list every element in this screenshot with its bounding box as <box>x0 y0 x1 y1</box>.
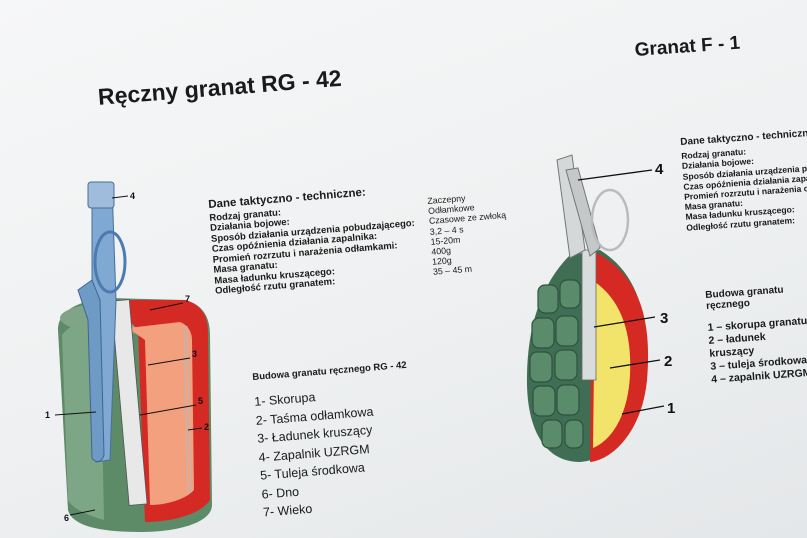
rg42-central-tube <box>110 299 148 506</box>
rg42-fuze-cap <box>87 181 115 209</box>
rg42-leader-lines <box>54 195 203 516</box>
rg42-label-7: 7 <box>185 294 190 304</box>
rg42-diagram: 4 7 3 5 2 1 6 <box>45 181 212 532</box>
rg42-frag-tape <box>183 325 192 496</box>
rg42-label-2: 2 <box>204 422 209 432</box>
f1-segments <box>529 279 584 449</box>
rg42-part-numbers: 4 7 3 5 2 1 6 <box>45 191 209 523</box>
f1-fuze <box>556 154 586 259</box>
f1-leader-lines <box>577 169 665 415</box>
rg42-lever <box>77 279 105 463</box>
f1-charge <box>593 282 631 448</box>
f1-label-1: 1 <box>667 400 675 417</box>
rg42-spec-values: Zaczepny Odłamkowe Czasowe ze zwłoką 3,2… <box>427 190 510 277</box>
f1-label-4: 4 <box>655 161 664 178</box>
rg42-label-4: 4 <box>130 191 135 201</box>
f1-label-2: 2 <box>664 353 672 370</box>
f1-label-3: 3 <box>660 310 668 327</box>
rg42-label-6: 6 <box>64 513 69 523</box>
f1-central-tube <box>581 249 597 381</box>
f1-part-numbers: 4 3 2 1 <box>655 161 675 417</box>
f1-parts: Budowa granatu ręcznego 1 – skorupa gran… <box>705 283 807 387</box>
f1-specs: Dane taktyczno - techniczne: Rodzaj gran… <box>680 125 807 232</box>
f1-pull-ring <box>590 188 630 252</box>
rg42-label-5: 5 <box>198 396 203 406</box>
rg42-charge <box>128 322 194 505</box>
f1-diagram: 4 3 2 1 <box>526 154 675 462</box>
rg42-label-3: 3 <box>192 349 197 359</box>
rg42-pull-ring <box>93 230 127 294</box>
rg42-parts: Budowa granatu ręcznego RG - 42 1- Skoru… <box>252 360 418 522</box>
f1-lever <box>565 167 601 257</box>
rg42-label-1: 1 <box>45 410 50 420</box>
rg42-specs: Dane taktyczno - techniczne: Rodzaj gran… <box>208 184 419 297</box>
